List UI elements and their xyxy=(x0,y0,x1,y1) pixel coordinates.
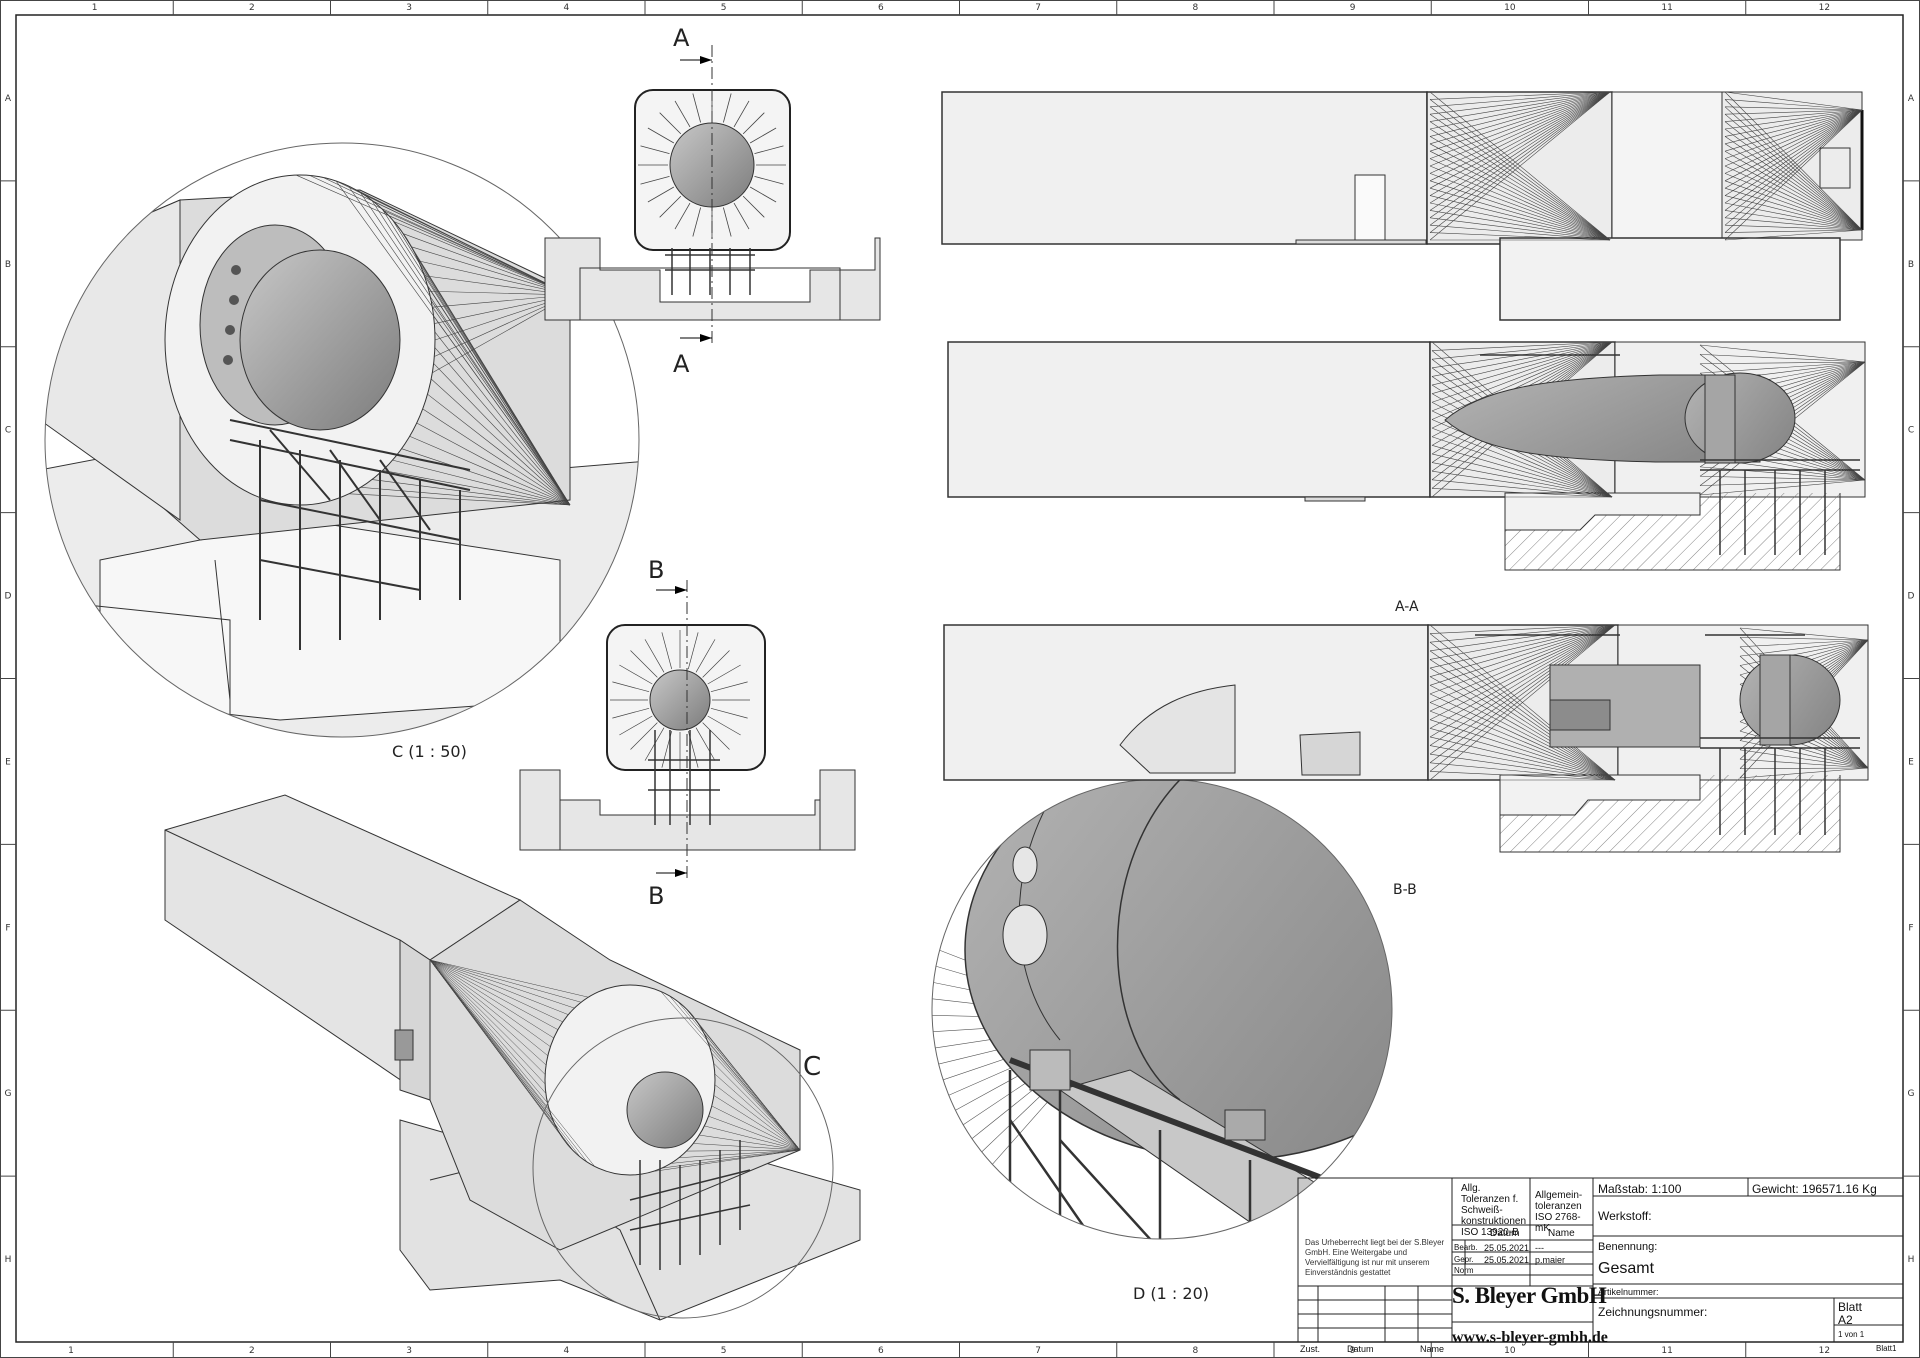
rev-zust: Zust. xyxy=(1300,1344,1321,1354)
border-row-label: C xyxy=(1908,426,1914,436)
cut-a-bottom-label: A xyxy=(673,350,690,378)
col-datum: Datum xyxy=(1490,1228,1520,1239)
weight: Gewicht: 196571.16 Kg xyxy=(1752,1182,1877,1196)
article-label: Artikelnummer: xyxy=(1598,1287,1659,1297)
tolerance-general: Allgemein- toleranzen ISO 2768-mK xyxy=(1535,1190,1595,1234)
tol-line-2: Schweiß- xyxy=(1461,1205,1503,1216)
border-col-label: 12 xyxy=(1819,1346,1830,1356)
border-col-label: 11 xyxy=(1661,1346,1672,1356)
border-col-label: 10 xyxy=(1504,3,1516,13)
title-block xyxy=(1297,1177,1904,1343)
bearb-date: 25.05.2021 xyxy=(1484,1243,1530,1253)
border-col-label: 6 xyxy=(878,1346,884,1356)
isometric-view xyxy=(164,794,861,1321)
cut-b-bottom-label: B xyxy=(648,882,664,910)
rev-datum: Datum xyxy=(1347,1344,1374,1354)
border-col-label: 1 xyxy=(92,3,98,13)
section-b-b-label: B-B xyxy=(1393,882,1417,898)
sheet-count: 1 von 1 xyxy=(1838,1330,1865,1339)
detail-d-label: D (1 : 20) xyxy=(1133,1284,1209,1303)
drawing-no-label: Zeichnungsnummer: xyxy=(1598,1305,1708,1319)
row-gepr: Gepr. xyxy=(1454,1255,1474,1264)
border-row-label: H xyxy=(5,1255,12,1265)
border-row-label: B xyxy=(1908,260,1914,270)
bearb-name: --- xyxy=(1535,1243,1544,1253)
tol-line-1: Allg. Toleranzen f. xyxy=(1461,1183,1519,1205)
detail-c-view xyxy=(45,143,639,737)
border-row-label: F xyxy=(1908,923,1913,933)
front-view-a xyxy=(544,45,881,345)
border-col-label: 7 xyxy=(1035,3,1041,13)
detail-d-view xyxy=(932,779,1392,1239)
border-col-label: 1 xyxy=(68,1346,74,1356)
tol-line-4: ISO 13920-B xyxy=(1461,1227,1519,1238)
border-col-label: 5 xyxy=(721,3,727,13)
cut-a-top-label: A xyxy=(673,24,690,52)
sheet-footer: Blatt1 xyxy=(1876,1344,1897,1353)
detail-c-label: C (1 : 50) xyxy=(392,742,467,761)
border-row-label: G xyxy=(1908,1089,1915,1099)
gepr-date: 25.05.2021 xyxy=(1484,1255,1530,1265)
designation: Gesamt xyxy=(1598,1260,1655,1277)
border-col-label: 8 xyxy=(1193,3,1199,13)
cut-b-top-label: B xyxy=(648,556,664,584)
border-col-label: 6 xyxy=(878,3,884,13)
border-col-label: 3 xyxy=(406,1346,412,1356)
scale: Maßstab: 1:100 xyxy=(1598,1182,1682,1196)
border-row-label: E xyxy=(1908,757,1914,767)
rev-name: Name xyxy=(1420,1344,1445,1354)
sheet-label: Blatt xyxy=(1838,1300,1863,1314)
tol-line-3: konstruktionen xyxy=(1461,1216,1527,1227)
tolerance-welding: Allg. Toleranzen f. Schweiß- konstruktio… xyxy=(1461,1183,1531,1238)
border-col-label: 9 xyxy=(1350,3,1356,13)
company-website: www.s-bleyer-gmbh.de xyxy=(1452,1329,1608,1346)
section-b-b-view xyxy=(943,624,1869,853)
border-col-label: 4 xyxy=(564,1346,570,1356)
section-a-a-view xyxy=(947,341,1866,571)
section-a-a-label: A-A xyxy=(1395,599,1419,615)
border-col-label: 10 xyxy=(1504,1346,1516,1356)
border-row-label: E xyxy=(5,757,11,767)
border-col-label: 4 xyxy=(564,3,570,13)
col-name: Name xyxy=(1548,1228,1575,1239)
detail-c-marker: C xyxy=(803,1052,821,1082)
row-bearb: Bearb. xyxy=(1454,1243,1478,1252)
material-label: Werkstoff: xyxy=(1598,1209,1652,1223)
border-col-label: 7 xyxy=(1035,1346,1041,1356)
border-col-label: 5 xyxy=(721,1346,727,1356)
border-row-label: A xyxy=(1908,94,1915,104)
border-row-label: C xyxy=(5,426,11,436)
border-row-label: B xyxy=(5,260,11,270)
detail-c-circle xyxy=(44,142,640,738)
border-row-label: G xyxy=(5,1089,12,1099)
border-row-label: D xyxy=(5,592,12,602)
gepr-name: p.maier xyxy=(1535,1255,1566,1265)
sheet-size: A2 xyxy=(1838,1313,1853,1327)
tol-b-line-2: toleranzen xyxy=(1535,1201,1582,1212)
border-row-label: D xyxy=(1908,592,1915,602)
border-col-label: 12 xyxy=(1819,3,1830,13)
border-col-label: 2 xyxy=(249,3,255,13)
copyright-note: Das Urheberrecht liegt bei der S.Bleyer … xyxy=(1305,1238,1445,1277)
border-row-label: H xyxy=(1908,1255,1915,1265)
border-row-label: F xyxy=(5,923,10,933)
row-norm: Norm xyxy=(1454,1266,1474,1275)
border-col-label: 11 xyxy=(1661,3,1672,13)
border-col-label: 3 xyxy=(406,3,412,13)
tol-b-line-1: Allgemein- xyxy=(1535,1190,1583,1201)
designation-label: Benennung: xyxy=(1598,1241,1658,1253)
border-col-label: 8 xyxy=(1193,1346,1199,1356)
border-col-label: 2 xyxy=(249,1346,255,1356)
border-row-label: A xyxy=(5,94,12,104)
tol-b-line-3: ISO 2768-mK xyxy=(1535,1212,1581,1234)
company-logo: S. Bleyer GmbH xyxy=(1452,1283,1607,1308)
front-view-b xyxy=(519,580,856,880)
elevation-view xyxy=(941,91,1864,321)
border-col-label: 9 xyxy=(1350,1346,1356,1356)
